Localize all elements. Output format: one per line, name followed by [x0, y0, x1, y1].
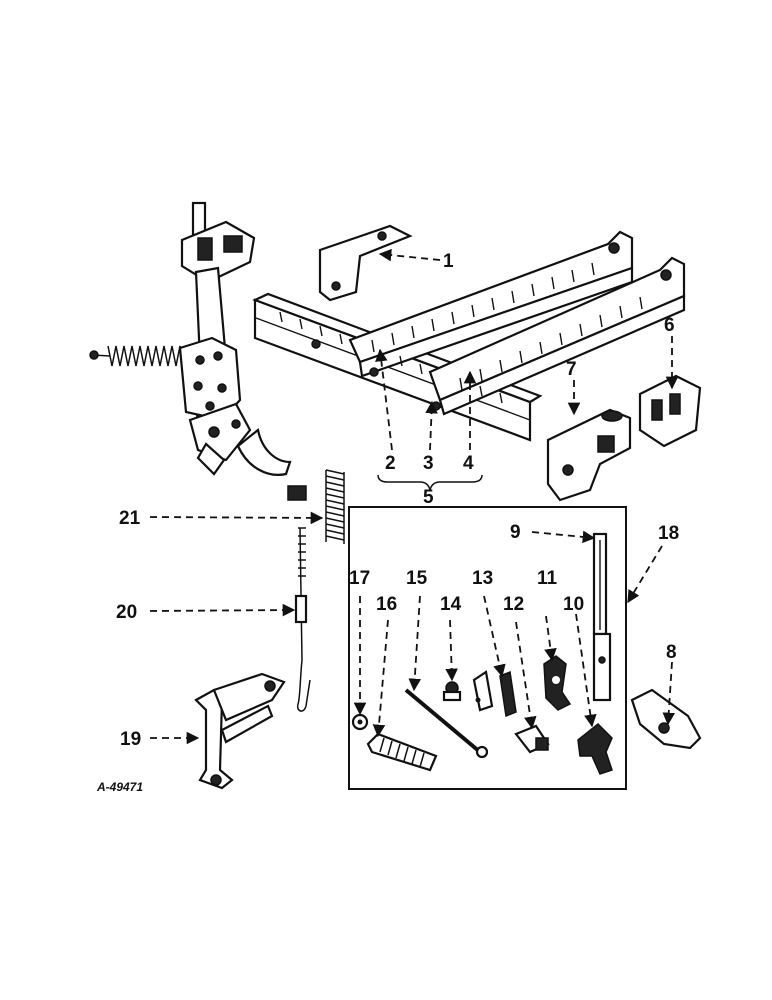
part-11-clip [543, 655, 572, 711]
part-16-spring [366, 732, 438, 772]
callout-3: 3 [423, 453, 434, 474]
callout-11: 11 [537, 568, 558, 589]
part-15-rod [404, 688, 489, 759]
callout-13: 13 [472, 568, 493, 589]
part-6-plate [638, 374, 702, 448]
part-21-spring-and-nut [287, 469, 345, 544]
part-12-pin [514, 724, 550, 754]
callout-20: 20 [116, 602, 137, 623]
callout-19: 19 [120, 729, 141, 750]
part-13-link [472, 670, 517, 718]
kit-box-18 [348, 506, 627, 790]
callout-14: 14 [440, 594, 462, 615]
callout-numbers: 1 2 3 4 5 6 7 8 9 10 11 12 13 14 15 16 1… [116, 251, 679, 750]
part-7-clamp [546, 408, 632, 502]
callout-5: 5 [423, 487, 434, 508]
leader-lines [149, 248, 679, 745]
callout-18: 18 [658, 523, 679, 544]
compression-spring [89, 345, 185, 367]
part-20-hook-rod [294, 527, 311, 712]
part-1-bracket [318, 224, 413, 302]
callout-6: 6 [664, 315, 675, 336]
part-8-shield [630, 688, 702, 750]
drawing-code: A-49471 [96, 780, 143, 794]
callout-10: 10 [563, 594, 584, 615]
callout-7: 7 [566, 359, 577, 380]
callout-12: 12 [503, 594, 524, 615]
drawbar-frame [252, 230, 686, 442]
callout-17: 17 [349, 568, 370, 589]
callout-9: 9 [510, 522, 521, 543]
callout-4: 4 [463, 453, 474, 474]
part-14-stud [442, 681, 462, 702]
callout-15: 15 [406, 568, 428, 589]
callout-16: 16 [376, 594, 397, 615]
part-19-bracket [194, 672, 286, 790]
part-9-rod [592, 532, 612, 702]
part-10-latch [577, 722, 613, 775]
callout-2: 2 [385, 453, 396, 474]
part-17-washer [351, 713, 369, 731]
lift-lever-assembly [89, 201, 292, 476]
callout-21: 21 [119, 508, 141, 529]
callout-1: 1 [443, 251, 454, 272]
callout-8: 8 [666, 642, 677, 663]
